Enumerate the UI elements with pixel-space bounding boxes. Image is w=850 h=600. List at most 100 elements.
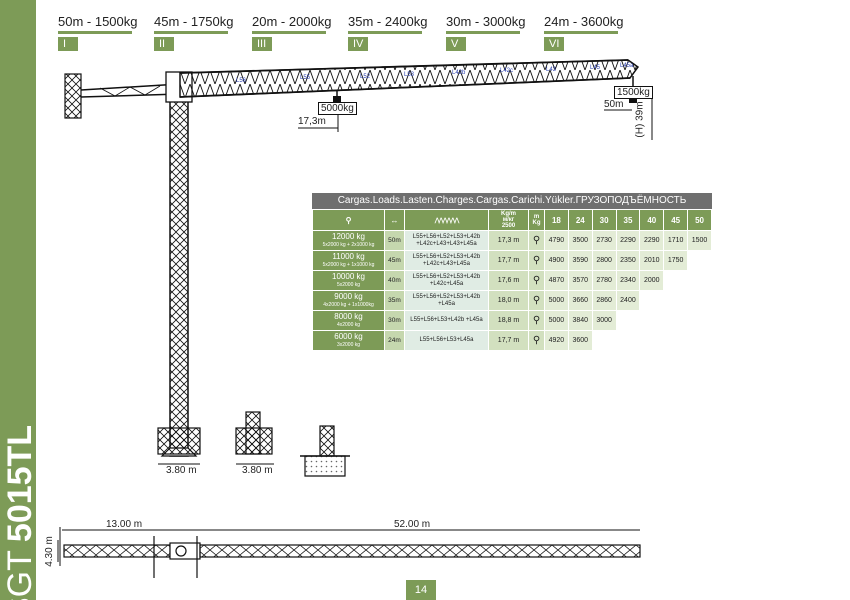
cell-value: 3660 — [567, 290, 593, 311]
hook-max-load — [333, 91, 341, 104]
cell-value: 3840 — [567, 310, 593, 331]
config-header-icon: ⋀⋀⋀⋀⋀⋀ — [404, 209, 489, 231]
cell-empty — [615, 310, 641, 331]
counter-jib-length: 13.00 m — [106, 519, 143, 530]
hook-icon: ⚲ — [528, 310, 545, 331]
row-jib: 50m — [384, 230, 405, 251]
cell-empty — [591, 330, 617, 351]
foundation-drawing — [300, 425, 350, 477]
row-config: L55+L56+L52+L53+L42b +L45a — [404, 290, 489, 311]
section-tag: L53 — [404, 72, 415, 78]
row-load-value: 11000 kg — [332, 251, 365, 261]
cell-value: 2340 — [615, 270, 641, 291]
section-tag: L42c — [500, 68, 513, 74]
row-load-sub: 5x2000 kg + 1x1000 kg — [322, 261, 375, 268]
segment-label: 30m - 3000kg — [446, 14, 526, 29]
row-kgm: 18,8 m — [488, 310, 529, 331]
segment-bar — [544, 31, 618, 34]
cell-empty — [687, 270, 712, 291]
row-kgm: 17,7 m — [488, 330, 529, 351]
section-tag: L56 — [236, 78, 247, 84]
segment-tag: VI — [544, 37, 565, 51]
cell-value: 4790 — [544, 230, 569, 251]
hook-icon: ⚲ — [528, 230, 545, 251]
cell-empty — [687, 310, 712, 331]
cell-value: 1500 — [687, 230, 712, 251]
tip-radius: 50m — [604, 99, 624, 110]
segment-bar — [58, 31, 132, 34]
radius-header: 45 — [663, 209, 689, 231]
cell-value: 3600 — [567, 330, 593, 351]
segment-label: 50m - 1500kg — [58, 14, 138, 29]
cell-empty — [639, 290, 665, 311]
cell-empty — [639, 310, 665, 331]
base-width-2: 3.80 m — [242, 465, 273, 476]
max-load-radius: 17,3m — [298, 116, 326, 127]
cell-value: 2730 — [591, 230, 617, 251]
segment-tag: III — [252, 37, 272, 51]
cell-value: 2010 — [639, 250, 665, 271]
cell-value: 2350 — [615, 250, 641, 271]
row-load-sub: 4x2000 kg — [336, 321, 361, 328]
row-load-sub: 3x2000 kg — [336, 341, 361, 348]
cell-value: 2000 — [639, 270, 665, 291]
row-jib: 24m — [384, 330, 405, 351]
cell-empty — [663, 290, 689, 311]
main-jib — [179, 59, 640, 98]
side-height: 4.30 m — [43, 536, 55, 567]
row-config: L55+L56+L52+L53+L42b +L42c+L43+L43+L45a — [404, 230, 489, 251]
cell-value: 5000 — [544, 310, 569, 331]
section-tag: L52 — [360, 74, 371, 80]
segment-tag: II — [154, 37, 174, 51]
radius-header: 35 — [615, 209, 641, 231]
kgm-header: Kg/m м/кг 2500 — [488, 209, 529, 231]
segment-label: 24m - 3600kg — [544, 14, 624, 29]
segment-label: 35m - 2400kg — [348, 14, 428, 29]
jib-header: ↔ — [384, 209, 405, 231]
cell-value: 3000 — [591, 310, 617, 331]
kg-header: Kg — [532, 220, 541, 226]
row-load-value: 10000 kg — [332, 271, 365, 281]
hook-header-icon: ⚲ — [312, 209, 385, 231]
row-jib: 40m — [384, 270, 405, 291]
row-load-value: 8000 kg — [334, 311, 363, 321]
row-jib: 45m — [384, 250, 405, 271]
cell-value: 2780 — [591, 270, 617, 291]
row-load-value: 6000 kg — [334, 331, 363, 341]
max-load-label: 5000kg — [318, 102, 357, 115]
cell-empty — [663, 330, 689, 351]
radius-header: 18 — [544, 209, 569, 231]
section-tag: L43 — [546, 67, 557, 73]
hook-icon: ⚲ — [528, 270, 545, 291]
transport-view — [63, 536, 641, 578]
segment-bar — [446, 31, 520, 34]
section-tag: L55 — [300, 75, 311, 81]
row-jib: 30m — [384, 310, 405, 331]
cell-value: 4900 — [544, 250, 569, 271]
cell-value: 2290 — [639, 230, 665, 251]
segment-tag: I — [58, 37, 78, 51]
page-number: 14 — [406, 580, 436, 600]
height-label: (H) 39m — [634, 101, 646, 138]
radius-header: 40 — [639, 209, 665, 231]
segment-tag: V — [446, 37, 466, 51]
cell-value: 3570 — [567, 270, 593, 291]
cell-value: 1750 — [663, 250, 689, 271]
tip-load-label: 1500kg — [614, 86, 653, 99]
cell-empty — [687, 250, 712, 271]
row-kgm: 17,6 m — [488, 270, 529, 291]
